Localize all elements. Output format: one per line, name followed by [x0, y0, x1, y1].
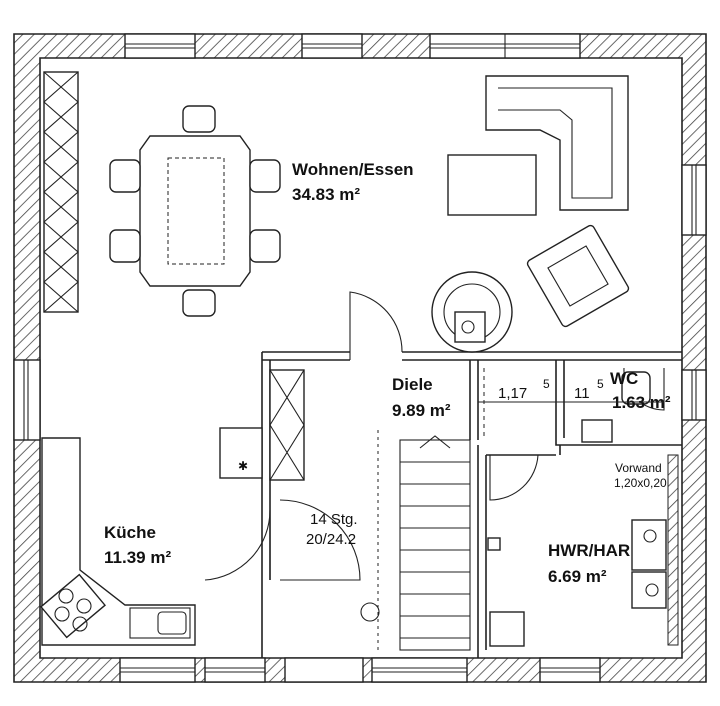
dimension-guides: [483, 368, 557, 440]
vorwand-size: 1,20x0,20: [614, 476, 667, 490]
hwr-fixtures: [487, 519, 667, 647]
room-area-kueche: 11.39 m²: [104, 548, 171, 567]
sofa: [447, 75, 629, 216]
interior-walls: [261, 351, 682, 658]
kitchen-counter: ✱: [40, 427, 263, 646]
staircase: [360, 430, 471, 651]
room-name-kueche: Küche: [104, 523, 156, 542]
dim-wc-width-sup: 5: [597, 377, 604, 391]
exterior-walls: [13, 33, 707, 683]
room-area-diele: 9.89 m²: [392, 401, 451, 420]
dining-table: [109, 105, 281, 317]
stairs-ratio: 20/24.2: [306, 531, 356, 548]
dim-wc-width: 11: [574, 385, 590, 402]
fireplace-stove: [431, 271, 513, 353]
wardrobe: [269, 369, 305, 481]
labels: Wohnen/Essen 34.83 m² Diele 9.89 m² WC 1…: [104, 160, 671, 586]
room-name-hwr: HWR/HAR: [548, 541, 630, 560]
room-name-diele: Diele: [392, 375, 433, 394]
room-name-wohnen: Wohnen/Essen: [292, 160, 414, 179]
dim-diele-width-sup: 5: [543, 377, 550, 391]
room-name-wc: WC: [610, 369, 638, 388]
vorwand-label: Vorwand: [615, 461, 662, 475]
stairs-steps: 14 Stg.: [310, 511, 358, 528]
dim-diele-width: 1,17: [498, 385, 527, 402]
svg-text:✱: ✱: [238, 459, 248, 473]
room-area-hwr: 6.69 m²: [548, 567, 607, 586]
room-area-wohnen: 34.83 m²: [292, 185, 360, 204]
wc-fixtures: [581, 371, 651, 443]
armchair: [526, 224, 630, 328]
sideboard: [43, 71, 79, 313]
